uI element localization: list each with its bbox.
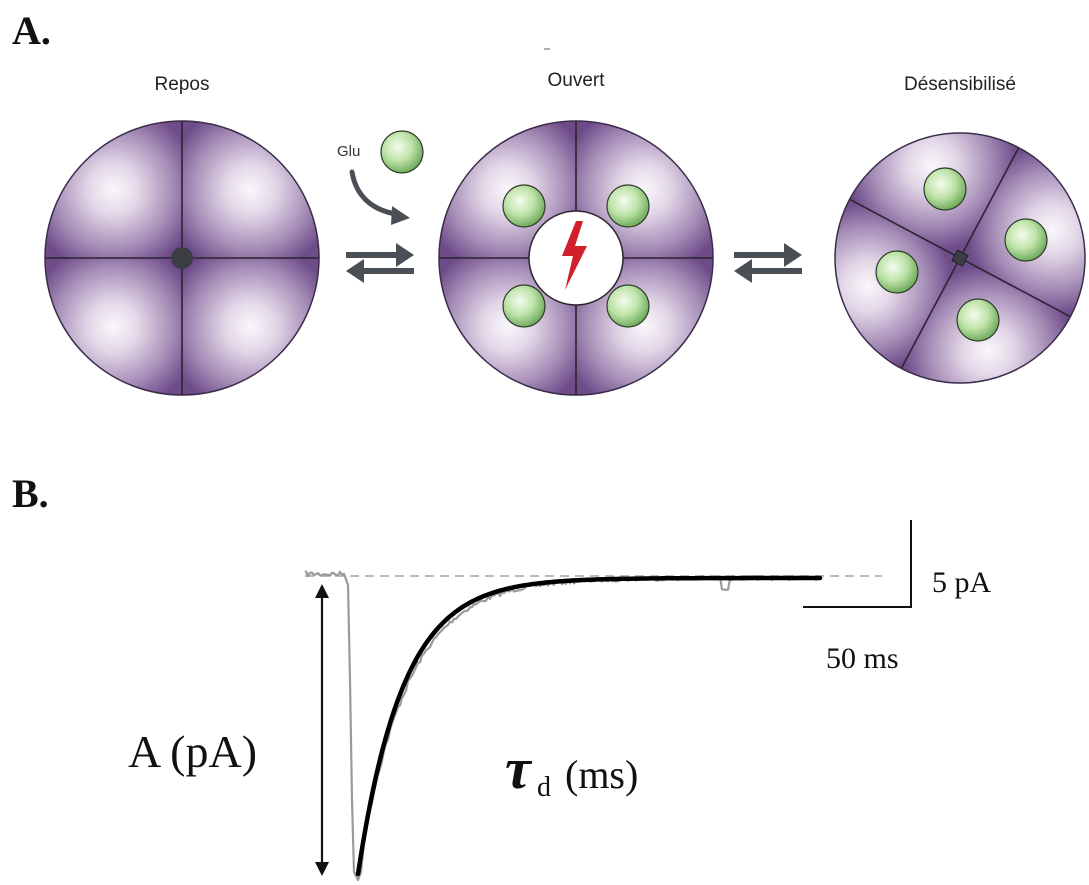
state-label-open: Ouvert [547,70,605,91]
equilibrium-arrows-open-desensitized [734,243,802,283]
scale-bar-x-label: 50 ms [826,642,899,675]
scale-bar-y-label: 5 pA [932,566,992,599]
glutamate-bound [606,184,650,228]
glutamate-bound [875,250,919,294]
glutamate-bound [502,184,546,228]
tau-subscript: d [537,772,551,803]
ligand-binding-arrow [349,169,399,217]
glutamate-bound [606,284,650,328]
exponential-fit-curve [355,575,823,877]
tau-symbol: τ [505,736,533,801]
glutamate-bound [923,167,967,211]
state-label-rest: Repos [155,74,210,95]
glutamate-bound [502,284,546,328]
scale-bar [803,520,912,608]
glu-label: Glu [337,143,360,160]
panel-label-b: B. [12,471,49,516]
closed-pore [171,247,193,269]
current-flow-bolt-icon [562,221,587,290]
tau-units: (ms) [565,752,638,797]
equilibrium-arrows-rest-open [346,243,414,283]
desensitized-receptor [835,133,1085,383]
amplitude-label: A (pA) [128,726,257,777]
glutamate-bound [1004,218,1048,262]
panel-label-a: A. [12,8,51,53]
raw-current-trace [304,570,821,882]
glutamate-free [380,130,424,174]
state-label-desensitized: Désensibilisé [904,74,1016,95]
glutamate-bound [956,298,1000,342]
